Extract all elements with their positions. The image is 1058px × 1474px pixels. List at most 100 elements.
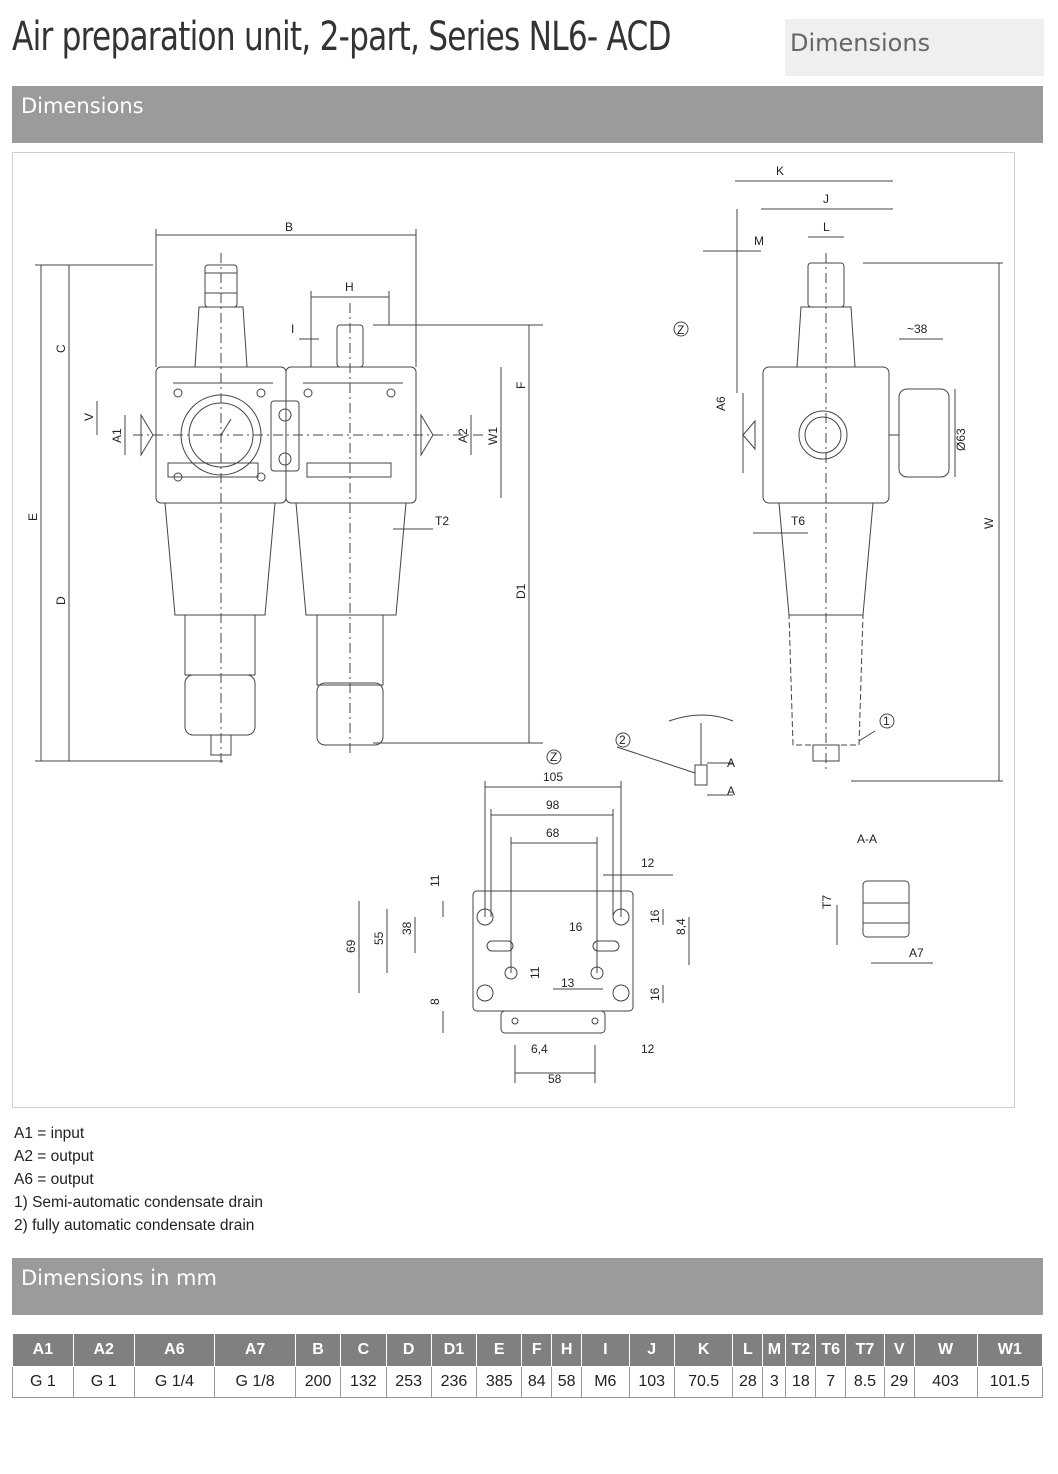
dim-label-d1: D1 — [514, 583, 528, 599]
table-cell: 7 — [815, 1366, 847, 1398]
dim-label-a-top: A — [727, 756, 735, 770]
col-header: K — [673, 1333, 734, 1367]
table-cell: 101.5 — [976, 1366, 1044, 1398]
dim-label-l: L — [823, 220, 830, 234]
col-header: H — [551, 1333, 583, 1367]
note-item: A2 = output — [14, 1148, 94, 1165]
table-cell: 84 — [521, 1366, 553, 1398]
dim-16-mid: 16 — [569, 920, 583, 934]
dim-68: 68 — [546, 826, 560, 840]
dim-label-a2: A2 — [456, 428, 470, 443]
page-title: Air preparation unit, 2-part, Series NL6… — [12, 14, 672, 60]
table-cell: G 1/4 — [133, 1366, 216, 1398]
table-cell: G 1 — [72, 1366, 135, 1398]
table-cell: 403 — [913, 1366, 978, 1398]
dim-label-a-bottom: A — [727, 784, 735, 798]
col-header: W1 — [976, 1333, 1044, 1367]
section-header-dimensions: Dimensions — [12, 86, 1043, 143]
bracket-callout-z: Z — [550, 750, 557, 764]
dim-label-t2: T2 — [435, 514, 449, 528]
dim-label-a1: A1 — [110, 428, 124, 443]
dim-label-h: H — [345, 280, 354, 294]
dim-label-38: ~38 — [907, 322, 928, 336]
table-cell: 236 — [430, 1366, 478, 1398]
table-cell: 29 — [883, 1366, 915, 1398]
col-header: D1 — [430, 1333, 478, 1367]
col-header: A6 — [133, 1333, 216, 1367]
section-aa — [862, 880, 910, 938]
dim-label-d63: Ø63 — [954, 428, 968, 451]
dim-label-a7: A7 — [909, 946, 924, 960]
note-item: 1) Semi-automatic condensate drain — [14, 1194, 263, 1211]
dim-16-right-top: 16 — [648, 909, 662, 923]
note-item: A6 = output — [14, 1171, 94, 1188]
table-cell: 70.5 — [673, 1366, 734, 1398]
table-cell: 18 — [785, 1366, 817, 1398]
col-header: C — [340, 1333, 387, 1367]
col-header: A2 — [72, 1333, 135, 1367]
table-cell: 132 — [340, 1366, 387, 1398]
col-header: A1 — [12, 1333, 74, 1367]
dim-69: 69 — [344, 939, 358, 953]
dim-label-d: D — [54, 596, 68, 605]
dim-label-e: E — [26, 513, 40, 521]
table-cell: 28 — [732, 1366, 764, 1398]
side-gauge — [898, 388, 950, 478]
dim-label-c: C — [54, 344, 68, 353]
col-header: T7 — [845, 1333, 885, 1367]
table-cell: G 1/8 — [214, 1366, 296, 1398]
lubricator-bowl — [295, 502, 407, 616]
dim-58: 58 — [548, 1072, 562, 1086]
table-cell: 200 — [294, 1366, 342, 1398]
table-cell: 253 — [385, 1366, 432, 1398]
col-header: M — [762, 1333, 787, 1367]
table-cell: 103 — [628, 1366, 675, 1398]
technical-drawing: B H I C V A1 A2 W1 F E D D1 T2 K J L M Z… — [12, 152, 1015, 1108]
dim-label-m: M — [754, 234, 764, 248]
dim-98: 98 — [546, 798, 560, 812]
dim-label-t6: T6 — [791, 514, 805, 528]
table-cell: G 1 — [12, 1366, 74, 1398]
table-row: G 1 G 1 G 1/4 G 1/8 200 132 253 236 385 … — [12, 1366, 1044, 1398]
dim-label-k: K — [776, 164, 784, 178]
dim-11-left: 11 — [428, 874, 442, 887]
dim-label-w1: W1 — [486, 427, 500, 445]
table-cell: 8.5 — [845, 1366, 885, 1398]
dim-6-4: 6,4 — [531, 1042, 548, 1056]
table-cell: M6 — [581, 1366, 630, 1398]
dim-label-t7: T7 — [820, 895, 834, 909]
dim-8-4: 8,4 — [674, 918, 688, 935]
filter-bowl — [164, 502, 276, 616]
col-header: A7 — [214, 1333, 296, 1367]
callout-1: 1 — [883, 714, 890, 728]
dim-label-j: J — [823, 192, 829, 206]
dim-12-top: 12 — [641, 856, 655, 870]
dim-12-bottom: 12 — [641, 1042, 655, 1056]
page-tag: Dimensions — [785, 19, 1044, 76]
dim-label-a6: A6 — [714, 396, 728, 411]
dim-16-right-bottom: 16 — [648, 987, 662, 1001]
dim-55: 55 — [372, 931, 386, 945]
section-label-aa: A-A — [857, 832, 877, 846]
col-header: E — [476, 1333, 523, 1367]
note-item: 2) fully automatic condensate drain — [14, 1217, 255, 1234]
callout-2: 2 — [619, 733, 626, 747]
dim-13: 13 — [561, 976, 575, 990]
col-header: W — [913, 1333, 978, 1367]
table-cell: 385 — [476, 1366, 523, 1398]
col-header: T6 — [815, 1333, 847, 1367]
dim-label-z: Z — [677, 323, 684, 337]
col-header: B — [294, 1333, 342, 1367]
dim-38: 38 — [400, 921, 414, 935]
note-item: A1 = input — [14, 1125, 85, 1142]
col-header: F — [521, 1333, 553, 1367]
table-cell: 3 — [762, 1366, 787, 1398]
dim-label-i: I — [291, 322, 294, 336]
dim-8: 8 — [428, 998, 442, 1005]
col-header: V — [883, 1333, 915, 1367]
col-header: J — [628, 1333, 675, 1367]
col-header: D — [385, 1333, 432, 1367]
col-header: L — [732, 1333, 764, 1367]
dim-11-mid: 11 — [528, 966, 542, 979]
legend-notes: A1 = input A2 = output A6 = output 1) Se… — [14, 1122, 263, 1237]
